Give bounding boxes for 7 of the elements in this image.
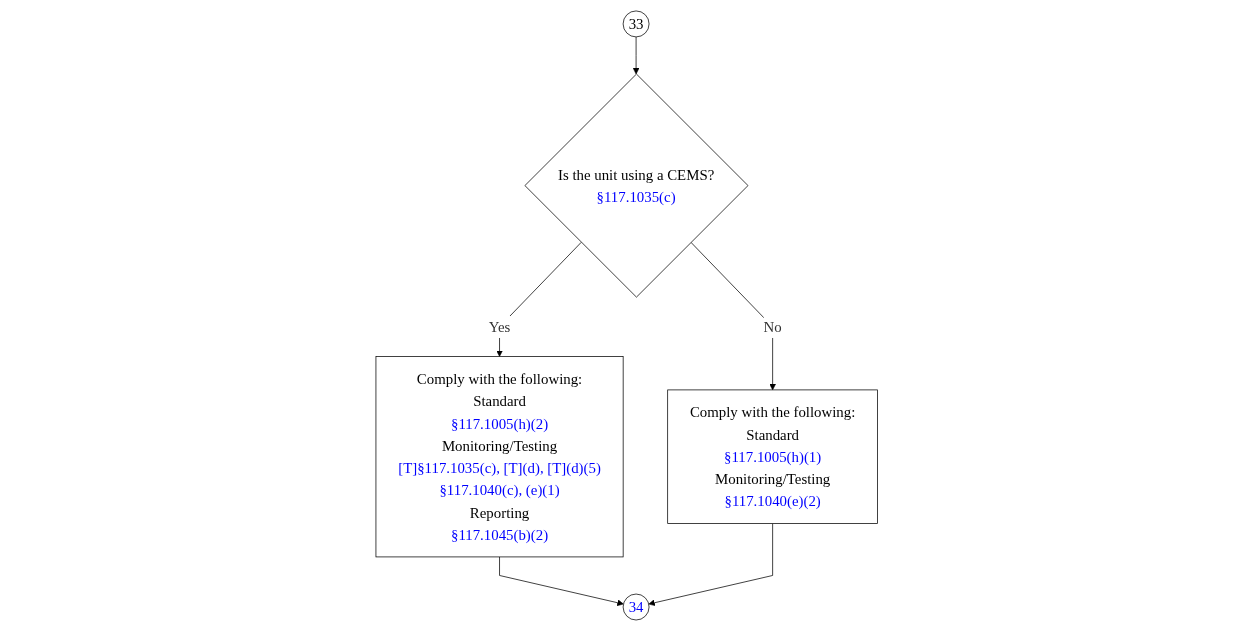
edge-label: Yes [488,318,511,335]
edge-label: No [763,318,782,335]
node-diamond: Is the unit using a CEMS? §117.1035(c) [524,73,749,298]
node-box: Comply with the following: Standard §117.1005(h)(2) Monitoring/Testing [T]§117.1035(c), [T](d), [T](d)(5) §117.1040(c), (e)(1) Reporting §117.1045(b)(2) [375,356,624,558]
node-circle: 33 [622,10,650,38]
node-box: Comply with the following: Standard §117.1005(h)(1) Monitoring/Testing §117.1040(e)(2) [667,389,879,524]
node-circle: 34 [622,593,650,621]
